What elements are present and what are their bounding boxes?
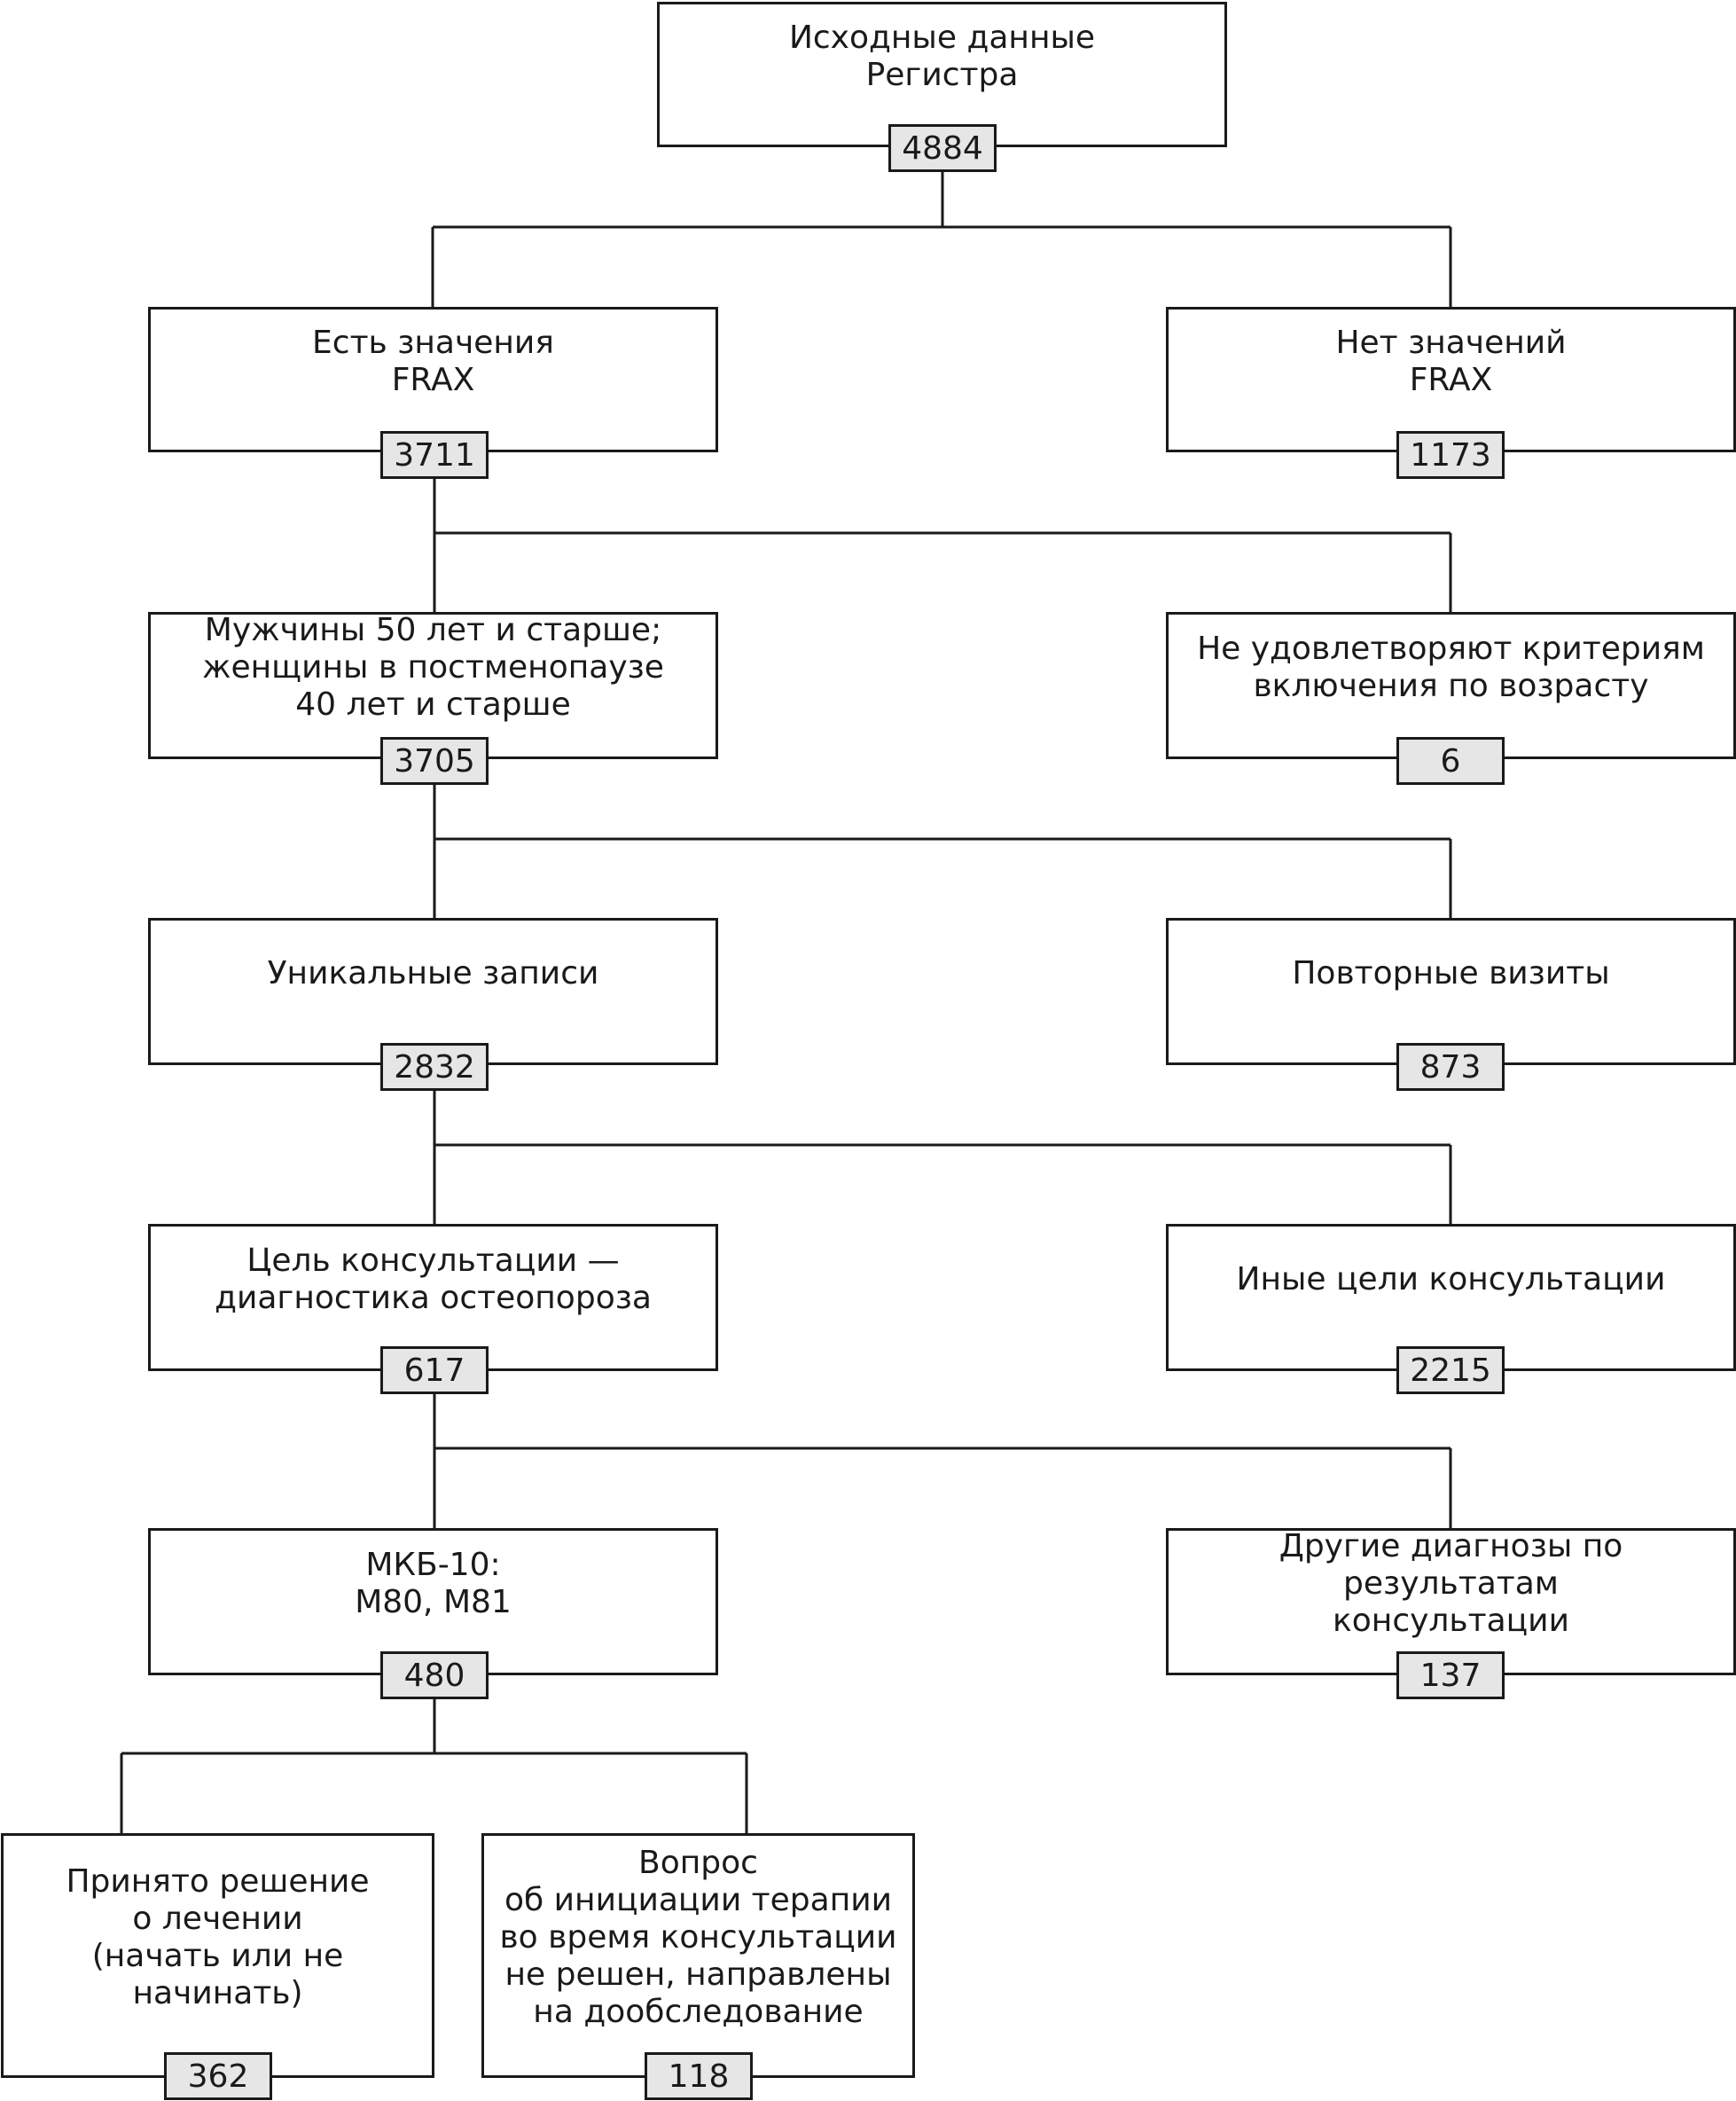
node-decided: Принято решение о лечении (начать или не… [1,1833,434,2078]
node-icd10: МКБ-10: M80, M81 [148,1528,718,1675]
node-age-ok-label: Мужчины 50 лет и старше; женщины в постм… [202,612,664,723]
count-goal-other: 2215 [1396,1346,1505,1394]
connector-unique [433,1091,1452,1224]
node-has-frax: Есть значения FRAX [148,307,718,452]
node-other-dx-label: Другие диагнозы по результатам консульта… [1279,1528,1623,1639]
count-decided: 362 [164,2052,272,2100]
count-has-frax: 3711 [380,431,489,479]
node-repeat-label: Повторные визиты [1292,955,1610,992]
connector-has-frax [433,479,1452,612]
node-no-frax: Нет значений FRAX [1166,307,1736,452]
node-registry: Исходные данные Регистра [657,2,1227,147]
node-goal-osteo-label: Цель консультации — диагностика остеопор… [215,1243,652,1316]
node-undecided-label: Вопрос об инициации терапии во время кон… [499,1845,897,2030]
node-no-frax-label: Нет значений FRAX [1335,325,1567,398]
connector-age-ok [433,785,1452,918]
node-icd10-label: МКБ-10: M80, M81 [355,1547,512,1620]
node-registry-label: Исходные данные Регистра [788,20,1096,93]
node-goal-other-label: Иные цели консультации [1236,1261,1666,1297]
connector-registry [431,172,1452,307]
count-age-fail: 6 [1396,737,1505,785]
node-other-dx: Другие диагнозы по результатам консульта… [1166,1528,1736,1675]
count-no-frax: 1173 [1396,431,1505,479]
node-has-frax-label: Есть значения FRAX [312,325,554,398]
node-age-fail: Не удовлетворяют критериям включения по … [1166,612,1736,759]
count-icd10: 480 [380,1651,489,1699]
node-decided-label: Принято решение о лечении (начать или не… [66,1863,370,2011]
count-repeat: 873 [1396,1043,1505,1091]
node-repeat: Повторные визиты [1166,918,1736,1065]
count-age-ok: 3705 [380,737,489,785]
count-registry: 4884 [888,124,997,172]
count-unique: 2832 [380,1043,489,1091]
node-undecided: Вопрос об инициации терапии во время кон… [481,1833,915,2078]
node-unique-label: Уникальные записи [267,955,599,992]
connector-icd10 [120,1699,748,1833]
count-undecided: 118 [645,2052,753,2100]
node-age-fail-label: Не удовлетворяют критериям включения по … [1197,631,1705,704]
count-other-dx: 137 [1396,1651,1505,1699]
node-age-ok: Мужчины 50 лет и старше; женщины в постм… [148,612,718,759]
node-unique: Уникальные записи [148,918,718,1065]
count-goal-osteo: 617 [380,1346,489,1394]
connector-goal-osteo [433,1394,1452,1528]
